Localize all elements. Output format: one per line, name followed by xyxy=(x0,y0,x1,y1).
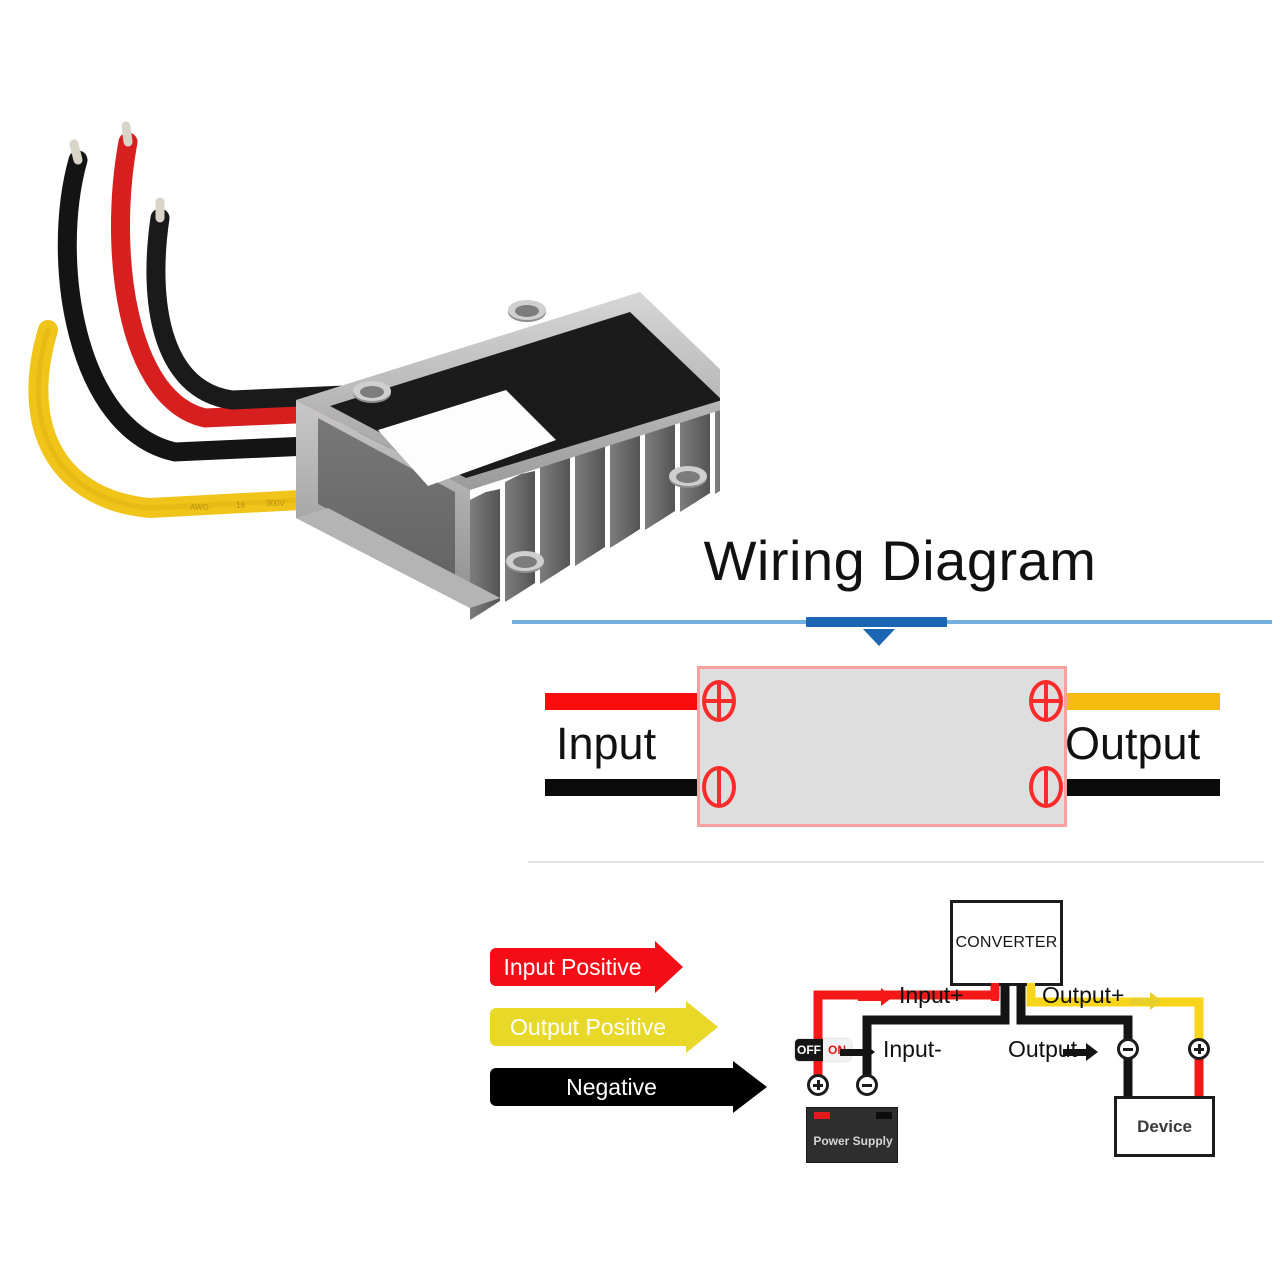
terminal-horizontal-bar xyxy=(1123,1047,1133,1051)
chevron-down-icon xyxy=(863,629,895,646)
converter-output-negative-stub xyxy=(1017,983,1025,1001)
converter-box-label: CONVERTER xyxy=(955,934,1058,951)
output-positive-terminal-icon xyxy=(1029,680,1063,722)
terminal-vertical-bar xyxy=(1044,768,1048,806)
output-negative-wire-label: Output- xyxy=(1008,1036,1085,1062)
arrow-shaft xyxy=(1130,997,1150,1005)
arrow-tip xyxy=(1150,992,1162,1010)
converter-module-body xyxy=(296,292,720,620)
converter-box: CONVERTER xyxy=(950,900,1063,986)
input-positive-terminal-icon xyxy=(702,680,736,722)
legend-item-output-positive: Output Positive xyxy=(490,1001,718,1053)
power-supply-box: Power Supply xyxy=(806,1107,898,1163)
arrow-shaft xyxy=(858,993,881,1001)
legend-arrow-head xyxy=(655,941,683,993)
switch-off-label[interactable]: OFF xyxy=(795,1039,823,1061)
legend-output-positive-label: Output Positive xyxy=(490,1008,686,1046)
arrow-tip xyxy=(881,988,893,1006)
converter-output-positive-stub xyxy=(1027,983,1035,1001)
output-positive-wire-label: Output+ xyxy=(1042,982,1125,1008)
svg-text:AWG: AWG xyxy=(190,503,209,512)
device-positive-terminal-icon xyxy=(1188,1038,1210,1060)
terminal-vertical-bar xyxy=(816,1080,820,1090)
output-positive-direction-arrow xyxy=(1130,992,1162,1010)
output-label: Output xyxy=(1065,718,1201,769)
device-box-label: Device xyxy=(1137,1116,1192,1136)
input-negative-lead xyxy=(545,779,700,796)
legend-arrow-head xyxy=(686,1001,718,1053)
legend-item-input-positive: Input Positive xyxy=(490,941,683,993)
input-label: Input xyxy=(556,718,657,769)
input-positive-lead xyxy=(545,693,700,710)
legend-negative-label: Negative xyxy=(490,1068,733,1106)
device-negative-terminal-icon xyxy=(1117,1038,1139,1060)
device-box: Device xyxy=(1114,1096,1215,1157)
psu-positive-terminal-icon xyxy=(807,1074,829,1096)
input-positive-wire-label: Input+ xyxy=(899,982,964,1008)
input-negative-direction-arrow xyxy=(840,1043,875,1061)
output-negative-terminal-icon xyxy=(1029,766,1063,808)
output-positive-lead xyxy=(1064,693,1220,710)
legend-item-negative: Negative xyxy=(490,1061,767,1113)
terminal-horizontal-bar xyxy=(1031,699,1061,703)
terminal-vertical-bar xyxy=(717,768,721,806)
terminal-horizontal-bar xyxy=(862,1083,872,1087)
svg-text:300V: 300V xyxy=(266,499,285,508)
title-divider-accent xyxy=(806,617,947,627)
input-negative-wire-label: Input- xyxy=(883,1036,942,1062)
terminal-horizontal-bar xyxy=(704,699,734,703)
input-positive-direction-arrow xyxy=(858,988,893,1006)
power-supply-label: Power Supply xyxy=(813,1134,893,1148)
converter-input-negative-stub xyxy=(1001,983,1009,1001)
section-divider xyxy=(528,861,1264,863)
legend-input-positive-label: Input Positive xyxy=(490,948,655,986)
power-supply-negative-cap xyxy=(876,1112,892,1119)
arrow-tip xyxy=(1086,1043,1098,1061)
svg-text:18: 18 xyxy=(236,501,245,510)
converter-block-graphic xyxy=(697,666,1067,827)
power-supply-positive-cap xyxy=(814,1112,830,1119)
page-title: Wiring Diagram xyxy=(703,529,1097,592)
terminal-vertical-bar xyxy=(1197,1044,1201,1054)
legend-arrow-head xyxy=(733,1061,767,1113)
arrow-tip xyxy=(863,1043,875,1061)
input-negative-terminal-icon xyxy=(702,766,736,808)
psu-negative-terminal-icon xyxy=(856,1074,878,1096)
converter-input-positive-stub xyxy=(991,983,999,1001)
output-negative-lead xyxy=(1064,779,1220,796)
arrow-shaft xyxy=(840,1048,863,1056)
